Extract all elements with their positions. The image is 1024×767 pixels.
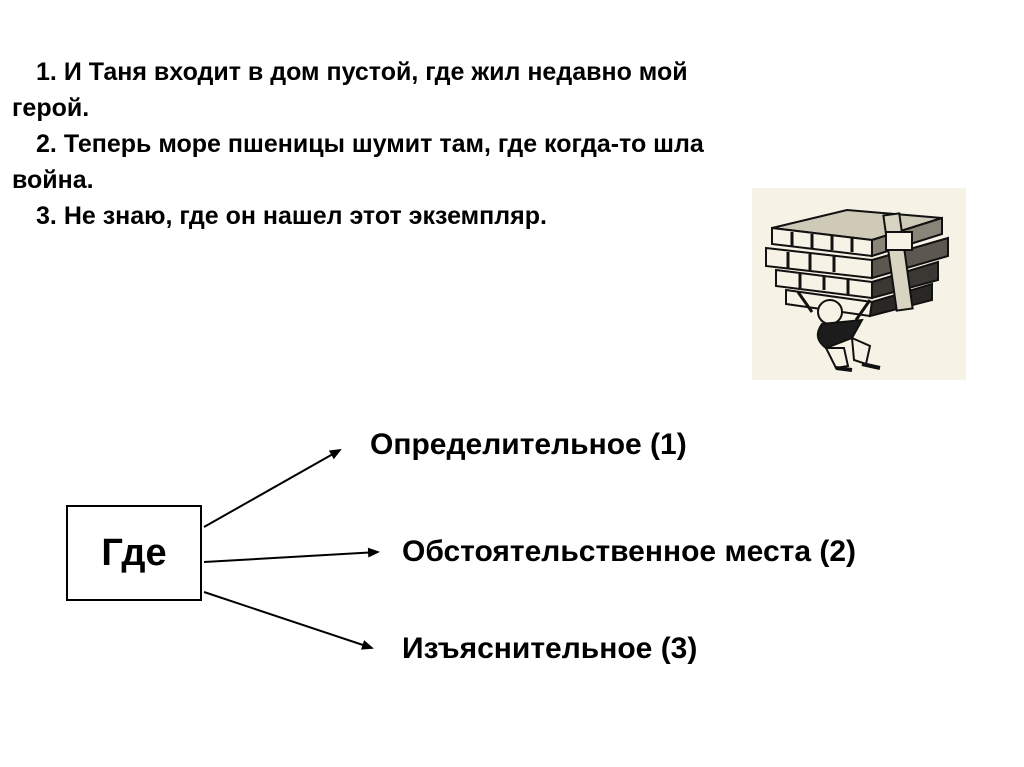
target-label-1: Определительное (1) (370, 428, 687, 461)
sentence-3-text: Не знаю, где он нашел этот экземпляр. (63, 202, 547, 230)
sentence-2: 2. Теперь море пшеницы шумит там, где ко… (12, 126, 952, 162)
sentence-2-text: Теперь море пшеницы шумит там, где когда… (63, 130, 704, 158)
sentence-1: 1. И Таня входит в дом пустой, где жил н… (12, 54, 952, 90)
target-label-3: Изъяснительное (3) (402, 632, 698, 665)
sentences-block: 1. И Таня входит в дом пустой, где жил н… (12, 54, 952, 234)
sentence-3-number: 3. (36, 202, 57, 230)
arrow-to-target-2 (203, 547, 380, 563)
person-carrying-books-icon (752, 188, 966, 380)
sentence-1-number: 1. (36, 58, 57, 86)
sentence-3: 3. Не знаю, где он нашел этот экземпляр. (12, 198, 952, 234)
sentence-1-continued: герой. (12, 94, 90, 122)
target-label-2: Обстоятельственное места (2) (402, 535, 856, 568)
source-word: Где (101, 531, 167, 574)
sentence-2-continued: война. (12, 166, 94, 194)
source-word-box: Где (66, 505, 202, 601)
arrow-to-target-3 (203, 591, 374, 650)
arrow-to-target-1 (203, 449, 342, 528)
sentence-1-text: И Таня входит в дом пустой, где жил неда… (63, 58, 688, 86)
sentence-2-number: 2. (36, 130, 57, 158)
